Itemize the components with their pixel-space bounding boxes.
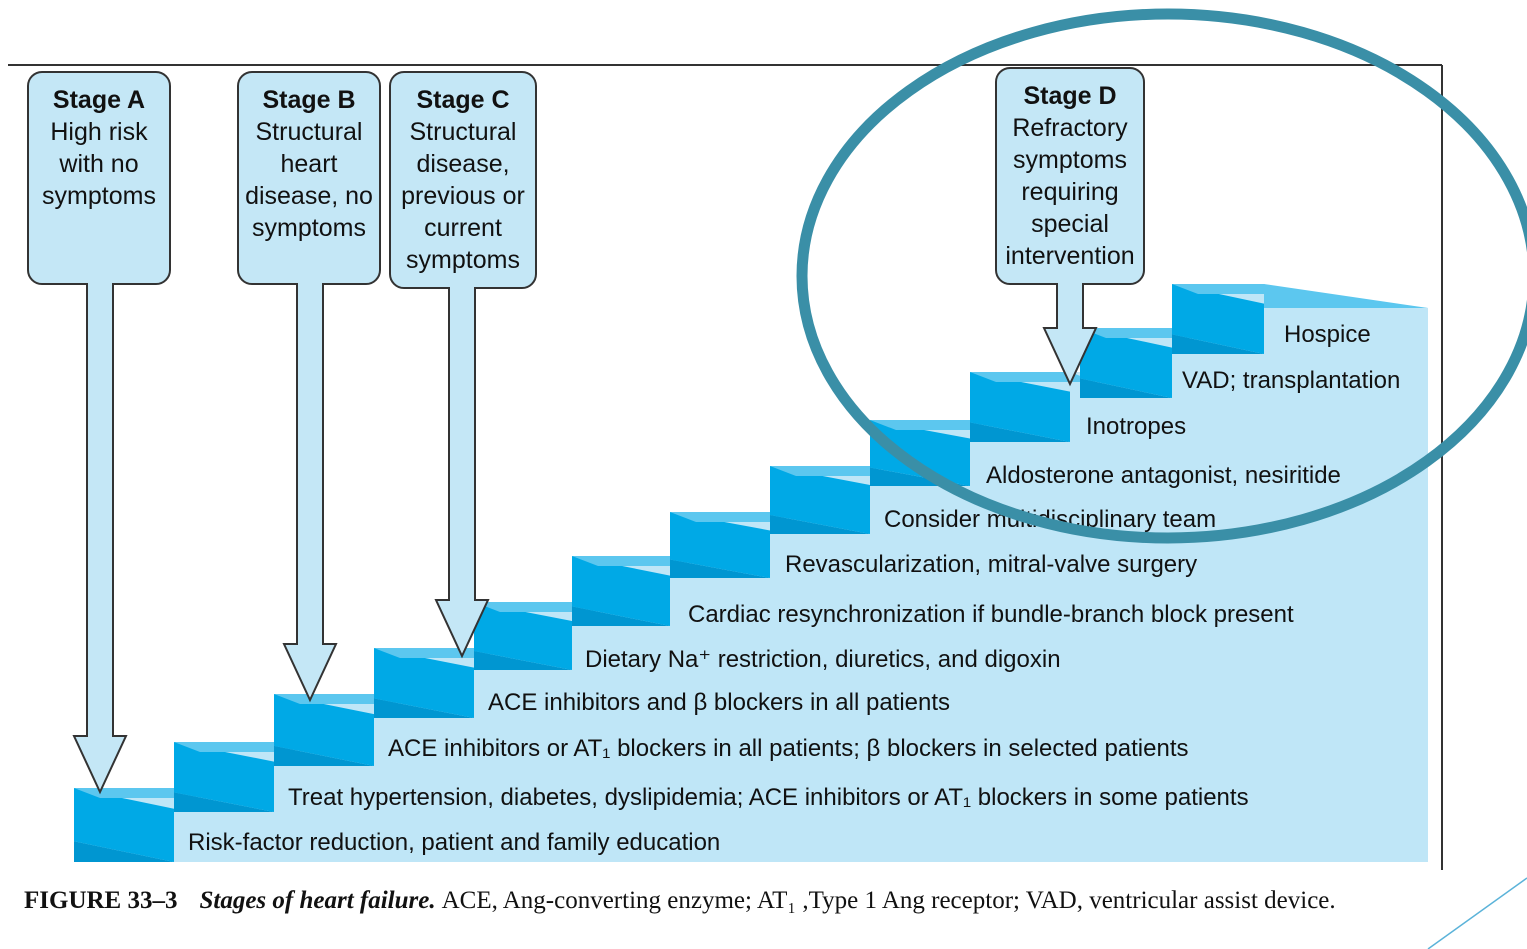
step-label-7: Revascularization, mitral-valve surgery [785, 551, 1197, 578]
step-label-10: Inotropes [1086, 413, 1186, 440]
step-tread [474, 602, 598, 612]
stage-d-callout: Stage D Refractory symptoms requiring specia… [995, 67, 1145, 387]
step-riser-shadow [274, 745, 374, 766]
stage-d-arrow [1042, 279, 1098, 387]
step-tread [174, 742, 300, 752]
stage-d-seam [1058, 281, 1082, 285]
step-riser-shadow [474, 650, 572, 670]
stage-a-desc-line: symptoms [42, 182, 156, 210]
step-tread [670, 512, 796, 522]
caption-body: ACE, Ang-converting enzyme; AT₁ ,Type 1 … [441, 887, 1336, 914]
step-riser [174, 742, 274, 812]
step-riser-shadow [1080, 378, 1172, 398]
stage-a-callout: Stage A High risk with no symptoms [27, 71, 171, 795]
step-label-1: Risk-factor reduction, patient and famil… [188, 829, 720, 856]
stage-b-title: Stage B [262, 86, 355, 114]
stage-c-callout: Stage C Structural disease, previous or curr… [389, 71, 537, 659]
step-riser [474, 602, 572, 670]
step-label-11: VAD; transplantation [1182, 367, 1400, 394]
stage-c-seam [450, 285, 474, 289]
stage-c-desc-line: symptoms [406, 246, 520, 274]
step-riser-shadow [1172, 334, 1264, 354]
step-tread [74, 788, 200, 798]
stage-b-desc-line: Structural [256, 118, 363, 146]
stage-a-arrow [72, 279, 128, 795]
stage-c-title: Stage C [416, 86, 509, 114]
step-riser [1080, 328, 1172, 398]
stage-c-desc-line: current [424, 214, 502, 242]
stage-a-desc-line: High risk [50, 118, 148, 146]
step-label-4: ACE inhibitors and β blockers in all pat… [488, 689, 950, 716]
step-riser [374, 648, 474, 718]
step-label-9: Aldosterone antagonist, nesiritide [986, 462, 1341, 489]
step-tread [374, 648, 500, 658]
caption-figure-number: FIGURE 33–3 [24, 887, 178, 914]
stage-d-desc-line: Refractory [1012, 114, 1128, 142]
stage-c-desc-line: disease, [416, 150, 509, 178]
stage-b-arrow [282, 279, 338, 703]
top-landing [1264, 284, 1428, 308]
stage-b-seam [298, 281, 322, 285]
step-riser [572, 556, 670, 626]
step-tread [572, 556, 696, 566]
stage-d-highlight-ring [796, 8, 1527, 544]
step-riser [274, 694, 374, 766]
stage-b-callout: Stage B Structural heart disease, no symptom… [237, 71, 381, 703]
step-riser [870, 420, 970, 486]
step-riser [670, 512, 770, 578]
figure-caption: FIGURE 33–3 Stages of heart failure.ACE, … [24, 884, 1434, 918]
step-riser [970, 372, 1070, 442]
step-label-5: Dietary Na⁺ restriction, diuretics, and … [585, 646, 1061, 673]
stage-b-desc-line: disease, no [245, 182, 373, 210]
stage-d-desc-line: requiring [1021, 178, 1118, 206]
stage-d-desc-line: symptoms [1013, 146, 1127, 174]
step-tread [1172, 284, 1290, 294]
stage-c-desc-line: Structural [410, 118, 517, 146]
stage-b-desc-line: symptoms [252, 214, 366, 242]
stage-d-desc-line: special [1031, 210, 1109, 238]
step-tread [770, 466, 896, 476]
step-tread [1080, 328, 1198, 338]
stage-c-arrow [434, 283, 490, 659]
stage-d-title: Stage D [1023, 82, 1116, 110]
step-tread [870, 420, 996, 430]
step-label-12: Hospice [1284, 321, 1371, 348]
stage-a-seam [88, 281, 112, 285]
step-riser [770, 466, 870, 534]
stage-d-desc-line: intervention [1005, 242, 1134, 270]
step-label-3: ACE inhibitors or AT₁ blockers in all pa… [388, 735, 1189, 762]
step-riser-shadow [770, 514, 870, 534]
stage-a-desc-line: with no [58, 150, 138, 178]
step-riser [74, 788, 174, 862]
stage-c-desc-line: previous or [401, 182, 525, 210]
step-labels: Risk-factor reduction, patient and famil… [188, 321, 1400, 856]
slide-corner-decoration [1427, 877, 1527, 949]
stage-b-desc-line: heart [281, 150, 338, 178]
step-riser [1172, 284, 1264, 354]
step-label-6: Cardiac resynchronization if bundle-bran… [688, 601, 1294, 628]
stage-a-title: Stage A [53, 86, 145, 114]
step-tread [274, 694, 400, 704]
step-riser-shadow [970, 422, 1070, 442]
caption-title: Stages of heart failure. [199, 887, 436, 914]
step-label-2: Treat hypertension, diabetes, dyslipidem… [288, 784, 1249, 811]
